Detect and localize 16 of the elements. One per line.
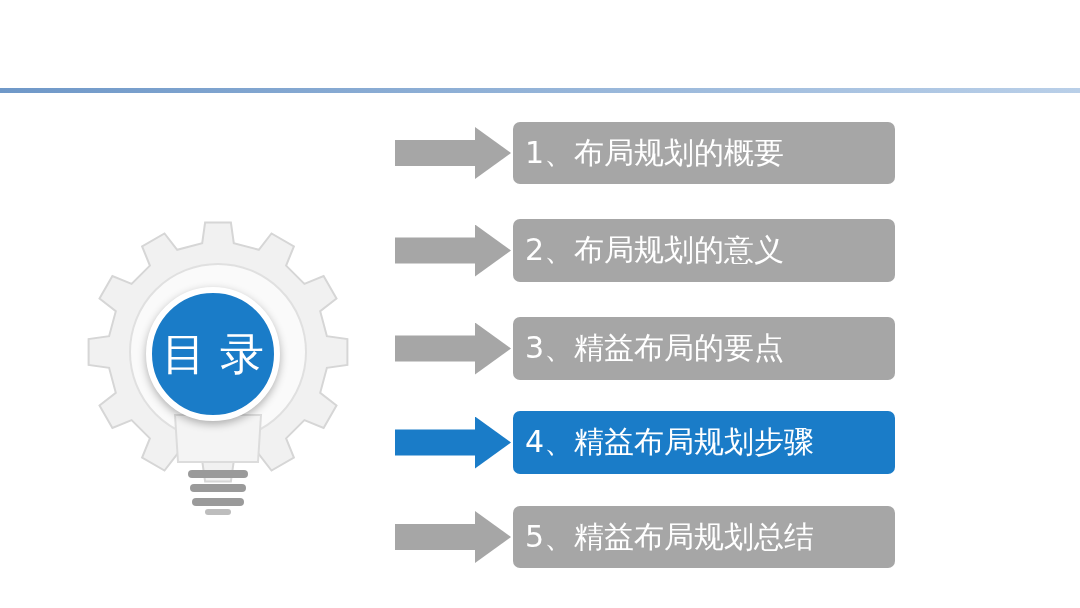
item-text: 5、精益布局规划总结 (525, 517, 815, 556)
item-box (513, 317, 895, 380)
arrow (395, 511, 511, 563)
item-box (513, 122, 895, 184)
arrow (395, 416, 511, 469)
arrow (395, 322, 511, 375)
title-text: 目 录 (162, 326, 264, 381)
item-text: 4、精益布局规划步骤 (525, 423, 815, 461)
item-box (513, 506, 895, 568)
arrow (395, 224, 511, 277)
item-text: 2、布局规划的意义 (525, 231, 785, 269)
item-text: 3、精益布局的要点 (525, 329, 785, 367)
item-text: 1、布局规划的概要 (525, 133, 785, 172)
item-box (513, 219, 895, 282)
highlighted-item-box (513, 411, 895, 474)
arrow (395, 127, 511, 179)
